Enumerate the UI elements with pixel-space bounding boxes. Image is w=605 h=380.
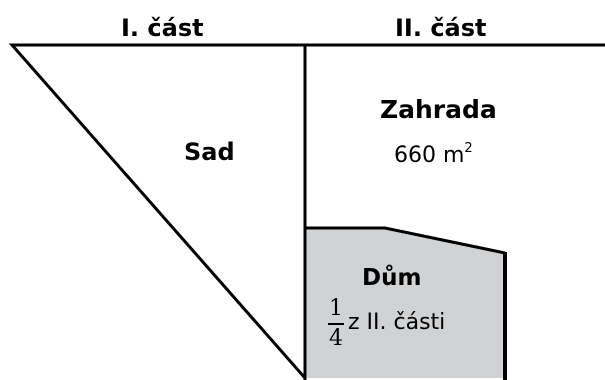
house-label: Dům xyxy=(362,265,422,291)
part-1-header: I. část xyxy=(121,14,204,42)
house-fraction: 1 4 xyxy=(328,297,344,351)
garden-area-exponent: 2 xyxy=(464,141,473,156)
garden-area-value: 660 m xyxy=(394,143,465,168)
fraction-bar xyxy=(328,323,344,325)
orchard-label: Sad xyxy=(184,138,235,166)
house-region xyxy=(305,228,505,378)
house-fraction-text: z II. části xyxy=(348,310,446,335)
garden-label: Zahrada xyxy=(380,95,497,124)
part-2-header: II. část xyxy=(395,14,487,42)
orchard-region xyxy=(8,43,307,380)
garden-area: 660 m2 xyxy=(394,142,473,168)
house-top-edge xyxy=(305,226,506,255)
fraction-numerator: 1 xyxy=(329,296,343,321)
fraction-denominator: 4 xyxy=(329,326,343,351)
